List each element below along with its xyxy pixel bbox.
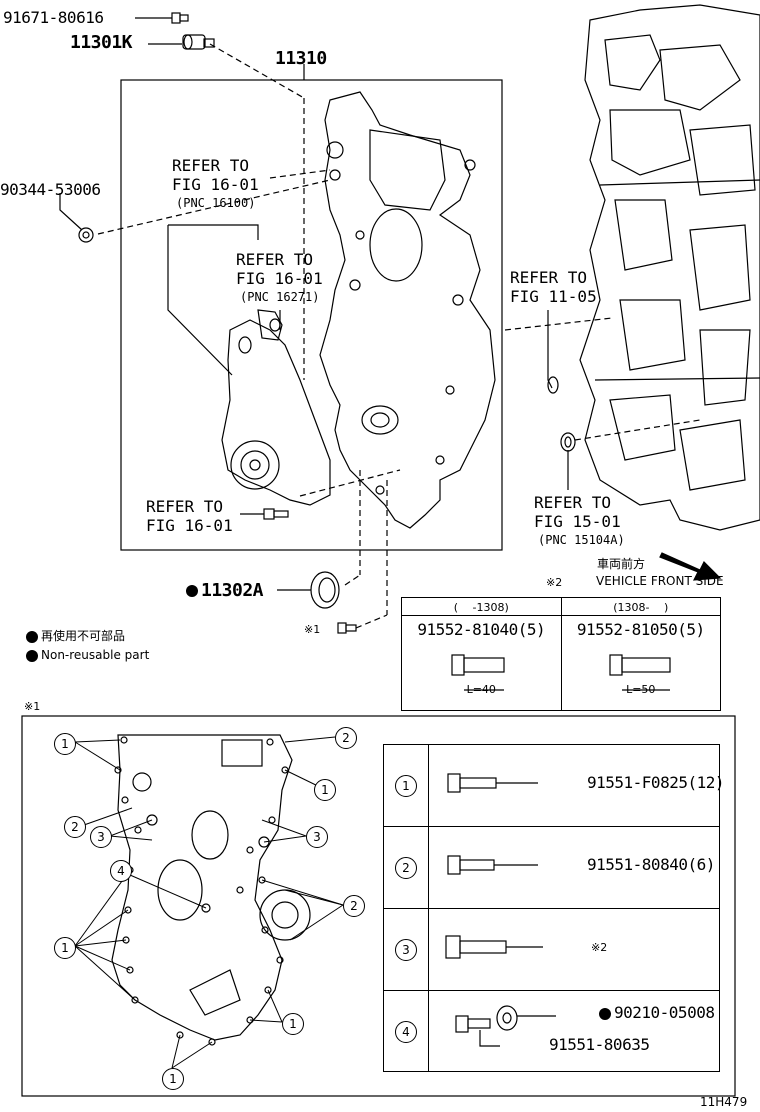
row-part-number-bolt[interactable]: 91551-80635 <box>549 1035 650 1054</box>
legend-en-text: Non-reusable part <box>41 648 150 662</box>
spec-col1-length: L=40 <box>466 683 496 696</box>
table-row[interactable]: 4 90210-05008 91551-80635 <box>383 990 720 1072</box>
crank-sensor-shape <box>182 34 215 50</box>
callout-4[interactable]: 4 <box>110 860 132 882</box>
row-part-ref[interactable]: ※2 <box>591 941 608 954</box>
front-label-en: VEHICLE FRONT SIDE <box>596 574 724 588</box>
row-num-cell: 1 <box>383 744 429 827</box>
timing-cover-shape <box>319 91 496 529</box>
spec-col1-cell: 91552-81040(5) L=40 <box>401 615 562 711</box>
figure-id: 11H479 <box>700 1095 748 1109</box>
row-num-cell: 4 <box>383 990 429 1072</box>
detail-cover-shape <box>111 734 293 1041</box>
callout-1[interactable]: 1 <box>162 1068 184 1090</box>
note-marker-2: ※2 <box>546 576 563 589</box>
refer-line: FIG 11-05 <box>510 287 597 306</box>
callout-1[interactable]: 1 <box>54 937 76 959</box>
spec-col2-part[interactable]: 91552-81050(5) <box>576 620 705 639</box>
legend-jp: 再使用不可部品 <box>26 627 125 644</box>
legend-jp-text: 再使用不可部品 <box>41 629 126 643</box>
row-num-cell: 3 <box>383 908 429 991</box>
refer-line: FIG 16-01 <box>236 269 323 288</box>
detail-frame <box>21 715 736 1097</box>
row-number-badge: 4 <box>395 1021 417 1043</box>
washer-part-label: 90210-05008 <box>614 1003 715 1022</box>
refer-note-2[interactable]: REFER TO FIG 16-01 (PNC 16271) <box>236 250 323 307</box>
row-part-number[interactable]: 91551-80840(6) <box>587 855 715 874</box>
row-number-badge: 2 <box>395 857 417 879</box>
table-row[interactable]: 2 91551-80840(6) <box>383 826 720 909</box>
spec-col1-part[interactable]: 91552-81040(5) <box>417 620 546 639</box>
callout-3[interactable]: 3 <box>306 826 328 848</box>
spec-col2-cell: 91552-81050(5) L=50 <box>560 615 721 711</box>
refer-line: REFER TO <box>534 493 612 512</box>
refer-line: FIG 16-01 <box>146 516 233 535</box>
row-part-number[interactable]: 91551-F0825(12) <box>587 773 725 792</box>
refer-line: REFER TO <box>510 268 588 287</box>
row-part-cell: ※2 <box>428 908 720 991</box>
refer-line: REFER TO <box>236 250 314 269</box>
note-marker-1: ※1 <box>304 623 321 636</box>
detail-parts-table: 1 91551-F0825(12) 2 91551-80840(6) 3 ※2 … <box>383 744 725 1072</box>
seal-label: 11302A <box>201 580 264 601</box>
part-number-seal[interactable]: 11302A <box>186 580 264 601</box>
table-row[interactable]: 3 ※2 <box>383 908 720 991</box>
refer-line: REFER TO <box>146 497 224 516</box>
row-num-cell: 2 <box>383 826 429 909</box>
row-part-cell: 91551-80840(6) <box>428 826 720 909</box>
row-number-badge: 3 <box>395 939 417 961</box>
non-reusable-dot-icon <box>26 630 38 643</box>
refer-line: REFER TO <box>172 156 250 175</box>
water-pump-shape <box>221 319 331 506</box>
callout-2[interactable]: 2 <box>64 816 86 838</box>
engine-block-shape <box>579 4 760 531</box>
refer-note-1[interactable]: REFER TO FIG 16-01 (PNC 16100) <box>172 156 259 213</box>
part-number-sensor[interactable]: 11301K <box>70 32 133 53</box>
table-row[interactable]: 1 91551-F0825(12) <box>383 744 725 827</box>
detail-marker: ※1 <box>24 700 41 713</box>
row-part-number-washer[interactable]: 90210-05008 <box>599 1003 715 1022</box>
refer-line: (PNC 15104A) <box>538 533 625 547</box>
spec-col1-range: ( -1308) <box>401 597 562 616</box>
callout-2[interactable]: 2 <box>335 727 357 749</box>
refer-note-3[interactable]: REFER TO FIG 11-05 <box>510 268 597 306</box>
callout-2[interactable]: 2 <box>343 895 365 917</box>
callout-1[interactable]: 1 <box>314 779 336 801</box>
row-part-cell: 91551-F0825(12) <box>428 744 725 827</box>
row-part-cell: 90210-05008 91551-80635 <box>428 990 720 1072</box>
part-number-plug[interactable]: 90344-53006 <box>0 180 101 199</box>
refer-line: (PNC 16100) <box>176 196 256 210</box>
callout-3[interactable]: 3 <box>90 826 112 848</box>
callout-1[interactable]: 1 <box>282 1013 304 1035</box>
refer-line: FIG 16-01 <box>172 175 259 194</box>
non-reusable-dot-icon <box>599 1007 611 1020</box>
refer-line: (PNC 16271) <box>240 290 320 304</box>
refer-note-5[interactable]: REFER TO FIG 15-01 (PNC 15104A) <box>534 493 625 550</box>
spec-col2-length: L=50 <box>626 683 656 696</box>
spec-col2-range: (1308- ) <box>560 597 721 616</box>
refer-line: FIG 15-01 <box>534 512 621 531</box>
non-reusable-dot-icon <box>186 585 198 597</box>
callout-1[interactable]: 1 <box>54 733 76 755</box>
non-reusable-dot-icon <box>26 649 38 662</box>
part-number-bolt-top[interactable]: 91671-80616 <box>3 8 104 27</box>
refer-note-4[interactable]: REFER TO FIG 16-01 <box>146 497 233 535</box>
bolt-spec-table: ( -1308) (1308- ) 91552-81040(5) L=40 91… <box>401 597 721 711</box>
front-label-jp: 車両前方 <box>597 557 646 571</box>
cover-frame <box>120 79 503 551</box>
legend-en: Non-reusable part <box>26 648 149 662</box>
part-number-cover[interactable]: 11310 <box>275 48 327 69</box>
row-number-badge: 1 <box>395 775 417 797</box>
